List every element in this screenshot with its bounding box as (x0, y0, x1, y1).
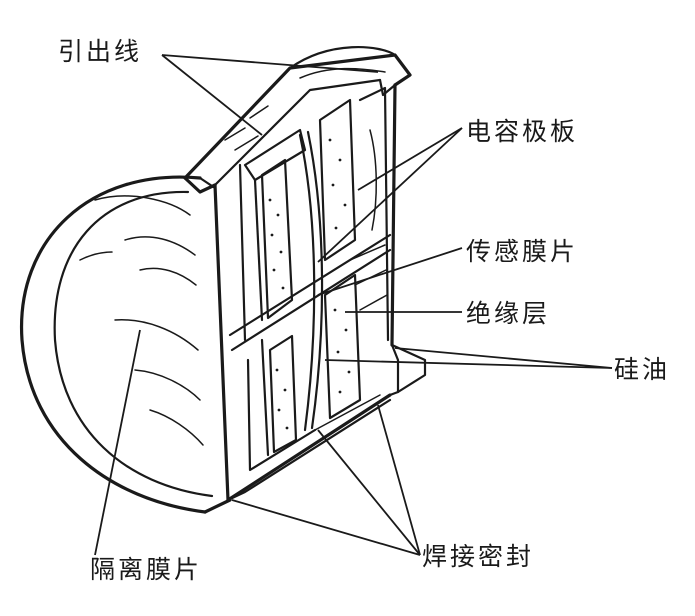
leader-lines (94, 54, 613, 556)
isolation-diaphragm-dome (19, 175, 232, 514)
label-welded-seal: 焊接密封 (422, 542, 534, 571)
sensor-body (213, 83, 397, 502)
capacitor-plates (260, 98, 362, 454)
weld-seal-lines (226, 394, 392, 502)
label-insulation-layer: 绝缘层 (466, 299, 550, 328)
label-capacitor-plate: 电容极板 (466, 117, 578, 146)
sensing-diaphragm (298, 130, 324, 432)
label-silicone-oil: 硅油 (614, 355, 670, 384)
label-lead-wire: 引出线 (58, 37, 142, 66)
label-isolation-diaphragm: 隔离膜片 (90, 555, 202, 584)
label-sensing-diaphragm: 传感膜片 (466, 237, 578, 266)
